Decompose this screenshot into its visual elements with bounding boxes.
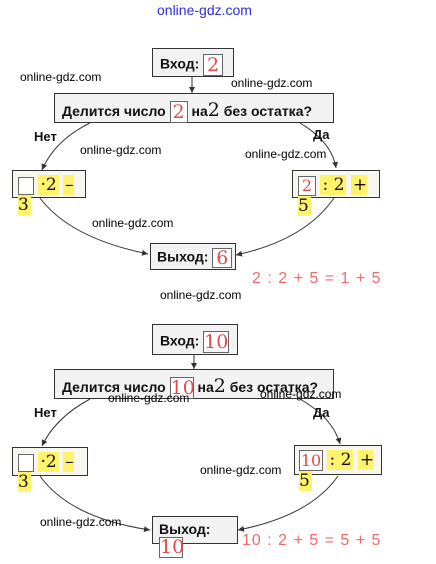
output-value-1: 6 xyxy=(212,248,233,268)
watermark-10: online-gdz.com xyxy=(40,515,122,529)
condition-box-2: Делится число 10 на2 без остатка? xyxy=(54,369,334,400)
condition-suffix-1: без остатка? xyxy=(223,103,313,119)
no-branch-box-2: ·2 – 3 xyxy=(12,447,88,492)
condition-mid-2: на xyxy=(197,379,214,395)
watermark-4: online-gdz.com xyxy=(245,147,327,161)
condition-divisor-1: 2 xyxy=(207,99,220,121)
yes-branch-box-2: 10 : 2 + 5 xyxy=(294,445,382,492)
condition-box-1: Делится число 2 на2 без остатка? xyxy=(54,93,334,124)
input-box-1: Вход: 2 xyxy=(152,48,234,77)
arrow-condition-to-no-2 xyxy=(41,398,91,447)
input-value-1: 2 xyxy=(203,54,224,76)
no-label-2: Нет xyxy=(34,405,57,420)
yes-branch-box-1: 2 : 2 + 5 xyxy=(292,170,380,216)
watermark-8: online-gdz.com xyxy=(260,387,342,401)
watermark-1: online-gdz.com xyxy=(20,70,102,84)
watermark-9: online-gdz.com xyxy=(200,463,282,477)
condition-divisor-2: 2 xyxy=(213,375,226,397)
yes-value-2: 10 xyxy=(299,450,323,472)
watermark-5: online-gdz.com xyxy=(92,216,174,230)
condition-value-1: 2 xyxy=(169,101,188,124)
watermark-3: online-gdz.com xyxy=(80,143,162,157)
output-box-1: Выход: 6 xyxy=(150,243,236,270)
arrow-condition-to-no-1 xyxy=(41,122,91,171)
watermark-top: online-gdz.com xyxy=(157,2,252,18)
output-box-2: Выход: 10 xyxy=(152,516,238,558)
output-value-2: 10 xyxy=(159,536,185,558)
arrow-no-to-output-1 xyxy=(39,197,149,256)
output-label-1: Выход: xyxy=(157,248,209,265)
no-label-1: Нет xyxy=(34,129,57,144)
no-branch-box-1: ·2 – 3 xyxy=(12,170,86,215)
watermark-2: online-gdz.com xyxy=(231,76,313,90)
input-value-2: 10 xyxy=(203,331,230,353)
yes-label-1: Да xyxy=(313,127,330,142)
condition-value-2: 10 xyxy=(169,377,195,400)
condition-prefix-1: Делится число xyxy=(62,103,166,119)
no-op-multiply-2: ·2 xyxy=(38,452,59,472)
equation-1: 2 : 2 + 5 = 1 + 5 xyxy=(252,270,382,287)
arrow-yes-to-output-1 xyxy=(235,197,335,257)
input-label-1: Вход: xyxy=(160,55,200,72)
input-box-2: Вход: 10 xyxy=(152,324,238,355)
watermark-6: online-gdz.com xyxy=(160,288,242,302)
condition-prefix-2: Делится число xyxy=(62,379,166,395)
empty-input-slot-1 xyxy=(18,176,34,195)
output-label-2: Выход: xyxy=(159,521,211,537)
yes-label-2: Да xyxy=(313,405,330,420)
arrow-yes-to-output-2 xyxy=(237,475,339,532)
no-op-multiply-1: ·2 xyxy=(38,175,59,195)
watermark-7: online-gdz.com xyxy=(108,391,190,405)
yes-op-divide-1: : 2 xyxy=(320,175,347,195)
yes-op-divide-2: : 2 xyxy=(327,450,354,470)
equation-2: 10 : 2 + 5 = 5 + 5 xyxy=(242,532,382,549)
yes-value-1: 2 xyxy=(298,175,316,196)
arrow-condition-to-yes-1 xyxy=(299,122,339,169)
condition-suffix-2: без остатка? xyxy=(229,379,319,395)
arrow-condition-to-yes-2 xyxy=(299,398,342,445)
empty-input-slot-2 xyxy=(18,453,34,472)
condition-mid-1: на xyxy=(191,103,208,119)
input-label-2: Вход: xyxy=(160,332,200,349)
arrow-no-to-output-2 xyxy=(39,475,151,533)
